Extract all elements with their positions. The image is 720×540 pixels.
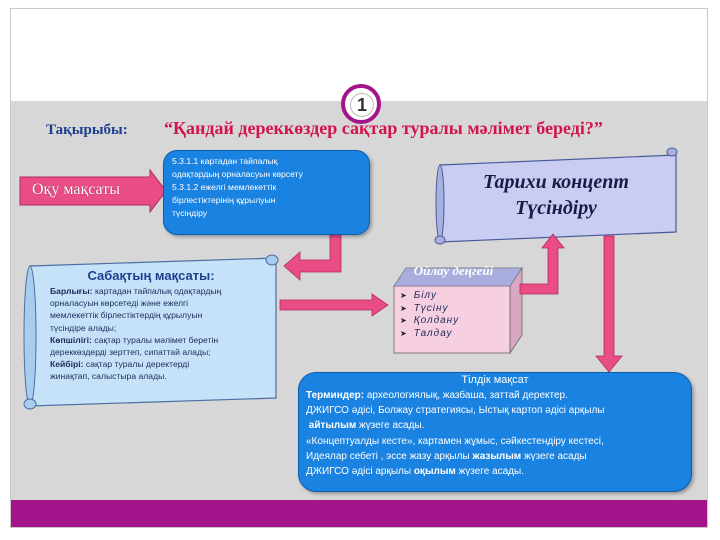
thinking-item: Қолдану bbox=[400, 315, 459, 328]
lesson-goals-scroll bbox=[23, 254, 279, 410]
language-line: Идеялар себеті , эссе жазу арқылы bbox=[306, 450, 473, 462]
language-line: ДЖИГСО әдісі арқылы bbox=[306, 466, 414, 478]
thinking-item: Білу bbox=[400, 290, 459, 303]
thinking-title: Ойлау деңгейі bbox=[413, 263, 494, 278]
objective-arrow-shape bbox=[19, 168, 167, 214]
objective-arrow: Оқу мақсаты bbox=[20, 176, 170, 206]
all-text: мемлекеттік бірлестіктердің құрылуын bbox=[50, 310, 203, 321]
some-text: жинақтап, салыстыра алады. bbox=[50, 371, 167, 382]
learning-goal-line: одақтардың орналасуын көрсету bbox=[172, 169, 303, 179]
all-text: түсіндіре алады; bbox=[50, 322, 117, 333]
concept-line-2: Түсіндіру bbox=[515, 197, 597, 219]
language-goal-title: Тілдік мақсат bbox=[461, 374, 529, 386]
thinking-list: Білу Түсіну Қолдану Талдау bbox=[400, 290, 459, 340]
slide-number: 1 bbox=[350, 93, 374, 117]
concept-text: Тарихи концепт Түсіндіру bbox=[436, 169, 676, 221]
writing-label: жазылым bbox=[472, 450, 522, 462]
all-text: картадан тайпалық одақтардың bbox=[92, 286, 222, 296]
scroll-to-thinking-arrow bbox=[279, 293, 389, 317]
most-text: дереккөздерді зерттеп, сипаттай алады; bbox=[50, 347, 211, 358]
some-label: Кейбірі: bbox=[50, 359, 84, 370]
objective-arrow-label: Оқу мақсаты bbox=[32, 181, 120, 198]
topic-label: Тақырыбы: bbox=[46, 122, 128, 138]
terms-label: Терминдер: bbox=[306, 390, 365, 401]
terms-text: археологиялық, жазбаша, заттай деректер. bbox=[364, 390, 568, 401]
learning-goal-line: бірлестіктерінің құрылуын bbox=[172, 195, 276, 205]
slide-number-badge: 1 bbox=[341, 84, 381, 124]
concept-to-language-arrow bbox=[595, 235, 623, 373]
thinking-to-concept-arrow bbox=[519, 233, 565, 295]
language-line: жүзеге асады bbox=[521, 450, 587, 462]
learning-goal-line: 5.3.1.1 картадан тайпалық bbox=[172, 156, 278, 166]
lesson-goals-body: Барлығы: картадан тайпалық одақтардың ор… bbox=[50, 285, 272, 383]
most-text: сақтар туралы мәлімет беретін bbox=[91, 334, 219, 345]
thinking-item: Түсіну bbox=[400, 303, 459, 316]
most-label: Көпшілігі: bbox=[50, 334, 92, 345]
all-text: орналасуын көрсетеді және ежелгі bbox=[50, 298, 189, 309]
concept-box: Тарихи концепт Түсіндіру bbox=[436, 157, 676, 239]
lesson-goals-title: Сабақтың мақсаты: bbox=[87, 268, 215, 283]
concept-line-1: Тарихи концепт bbox=[483, 171, 629, 193]
language-line: жүзеге асады. bbox=[455, 466, 524, 478]
language-goal-body: Терминдер: археологиялық, жазбаша, затта… bbox=[306, 388, 696, 479]
goal-to-scroll-arrow bbox=[283, 231, 342, 281]
reading-label: оқылым bbox=[413, 466, 456, 478]
language-line: «Концептуалды кесте», картамен жұмыс, сә… bbox=[306, 435, 604, 447]
footer-bar bbox=[11, 500, 707, 527]
language-goal-box bbox=[298, 372, 692, 492]
language-line: ДЖИГСО әдісі, Болжау стратегиясы, Ыстық … bbox=[306, 405, 605, 417]
concept-banner bbox=[434, 147, 678, 245]
some-text: сақтар туралы деректерді bbox=[83, 359, 190, 370]
learning-goal-line: түсіндіру bbox=[172, 208, 208, 218]
learning-goal-box: 5.3.1.1 картадан тайпалық одақтардың орн… bbox=[163, 150, 370, 235]
topic-title: “Қандай дереккөздер сақтар туралы мәліме… bbox=[164, 118, 603, 138]
all-label: Барлығы: bbox=[50, 286, 93, 296]
thinking-item: Талдау bbox=[400, 328, 459, 341]
language-line: жүзеге асады. bbox=[356, 420, 425, 432]
speaking-label: айтылым bbox=[308, 420, 357, 432]
learning-goal-line: 5.3.1.2 ежелгі мемлекеттік bbox=[172, 182, 277, 192]
